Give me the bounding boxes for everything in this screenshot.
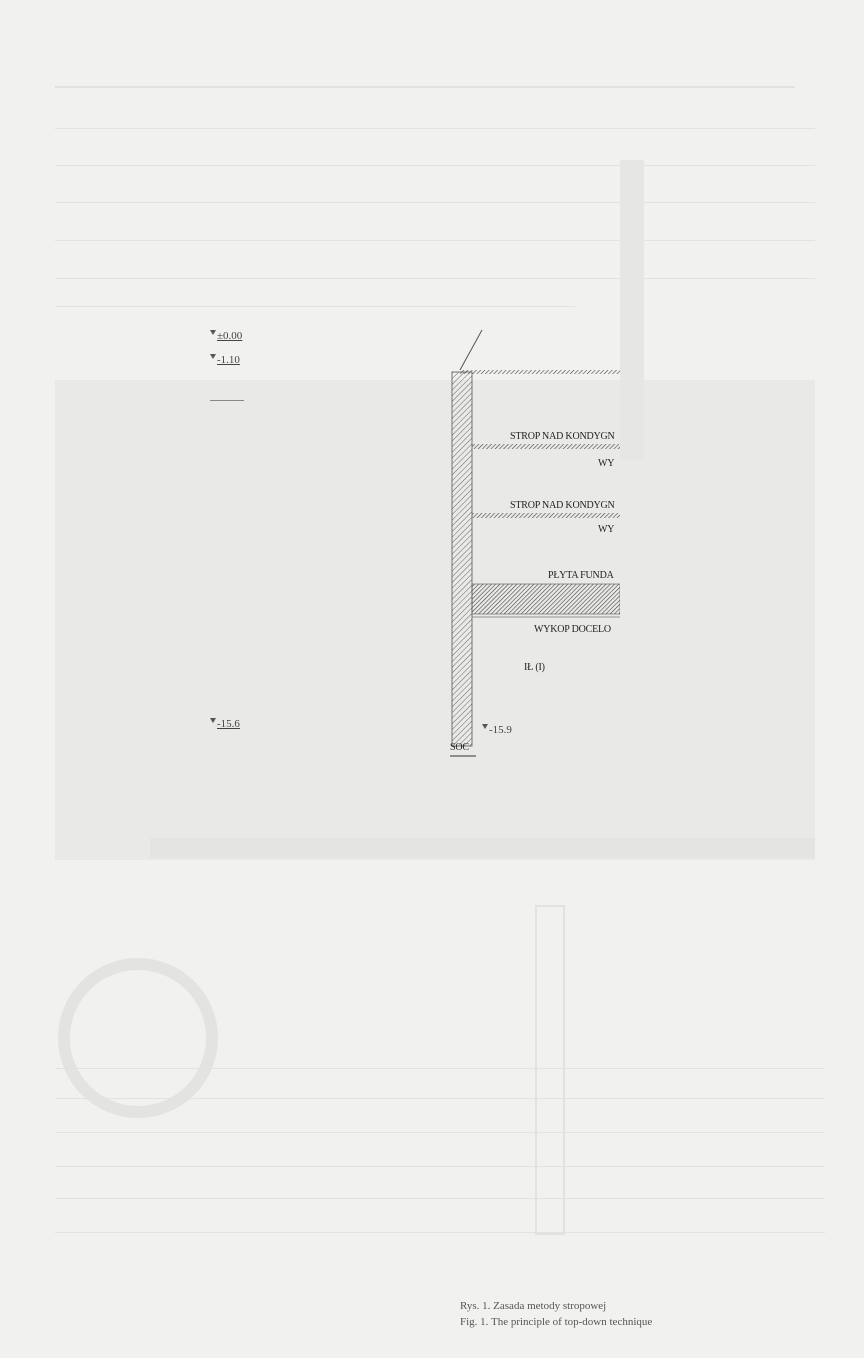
ghost-line	[55, 1132, 825, 1133]
ghost-line	[55, 278, 815, 279]
elevation-minus-15-9: -15.9	[482, 724, 512, 736]
ghost-shaded-block	[55, 380, 815, 860]
ghost-column	[620, 160, 644, 460]
slab-level-1	[472, 444, 620, 449]
elevation-marker-icon	[210, 718, 216, 723]
ghost-line	[55, 1166, 825, 1167]
diaphragm-wall	[451, 371, 473, 747]
label-wy-2: WY	[598, 524, 615, 535]
figure-caption-en: Fig. 1. The principle of top-down techni…	[460, 1316, 653, 1328]
elevation-tick	[210, 400, 244, 401]
ghost-line	[55, 240, 815, 241]
label-soc: SOC	[450, 742, 469, 753]
elevation-marker-icon	[482, 724, 488, 729]
ghost-line	[55, 1068, 825, 1069]
top-down-section-drawing	[450, 329, 620, 757]
ghost-line	[55, 1198, 825, 1199]
ghost-pile	[535, 905, 565, 1235]
foundation-plate	[471, 583, 620, 615]
leader-line	[459, 329, 483, 371]
elevation-0-00: ±0.00	[210, 330, 242, 342]
ghost-stamp	[58, 958, 218, 1118]
ghost-line	[55, 1232, 825, 1233]
elevation-minus-1-10: -1.10	[210, 354, 240, 366]
elevation-marker-icon	[210, 330, 216, 335]
label-wy-1: WY	[598, 458, 615, 469]
label-strop-1: STROP NAD KONDYGN	[510, 431, 615, 442]
label-wykop-docelowy: WYKOP DOCELO	[534, 624, 611, 635]
ghost-line	[55, 306, 575, 307]
label-plyta-fundamentowa: PŁYTA FUNDA	[548, 570, 614, 581]
ghost-line	[55, 202, 815, 203]
slab-top	[460, 370, 620, 374]
elevation-marker-icon	[210, 354, 216, 359]
ghost-line	[55, 128, 815, 129]
ghost-line	[55, 1098, 825, 1099]
ghost-shaded-strip	[150, 838, 815, 858]
elevation-minus-15-6: -15.6	[210, 718, 240, 730]
label-il: IŁ (I)	[524, 662, 545, 673]
label-strop-2: STROP NAD KONDYGN	[510, 500, 615, 511]
figure-caption-pl: Rys. 1. Zasada metody stropowej	[460, 1300, 607, 1312]
slab-level-2	[472, 513, 620, 518]
ghost-line	[55, 165, 815, 166]
ghost-header-rule	[55, 86, 795, 88]
